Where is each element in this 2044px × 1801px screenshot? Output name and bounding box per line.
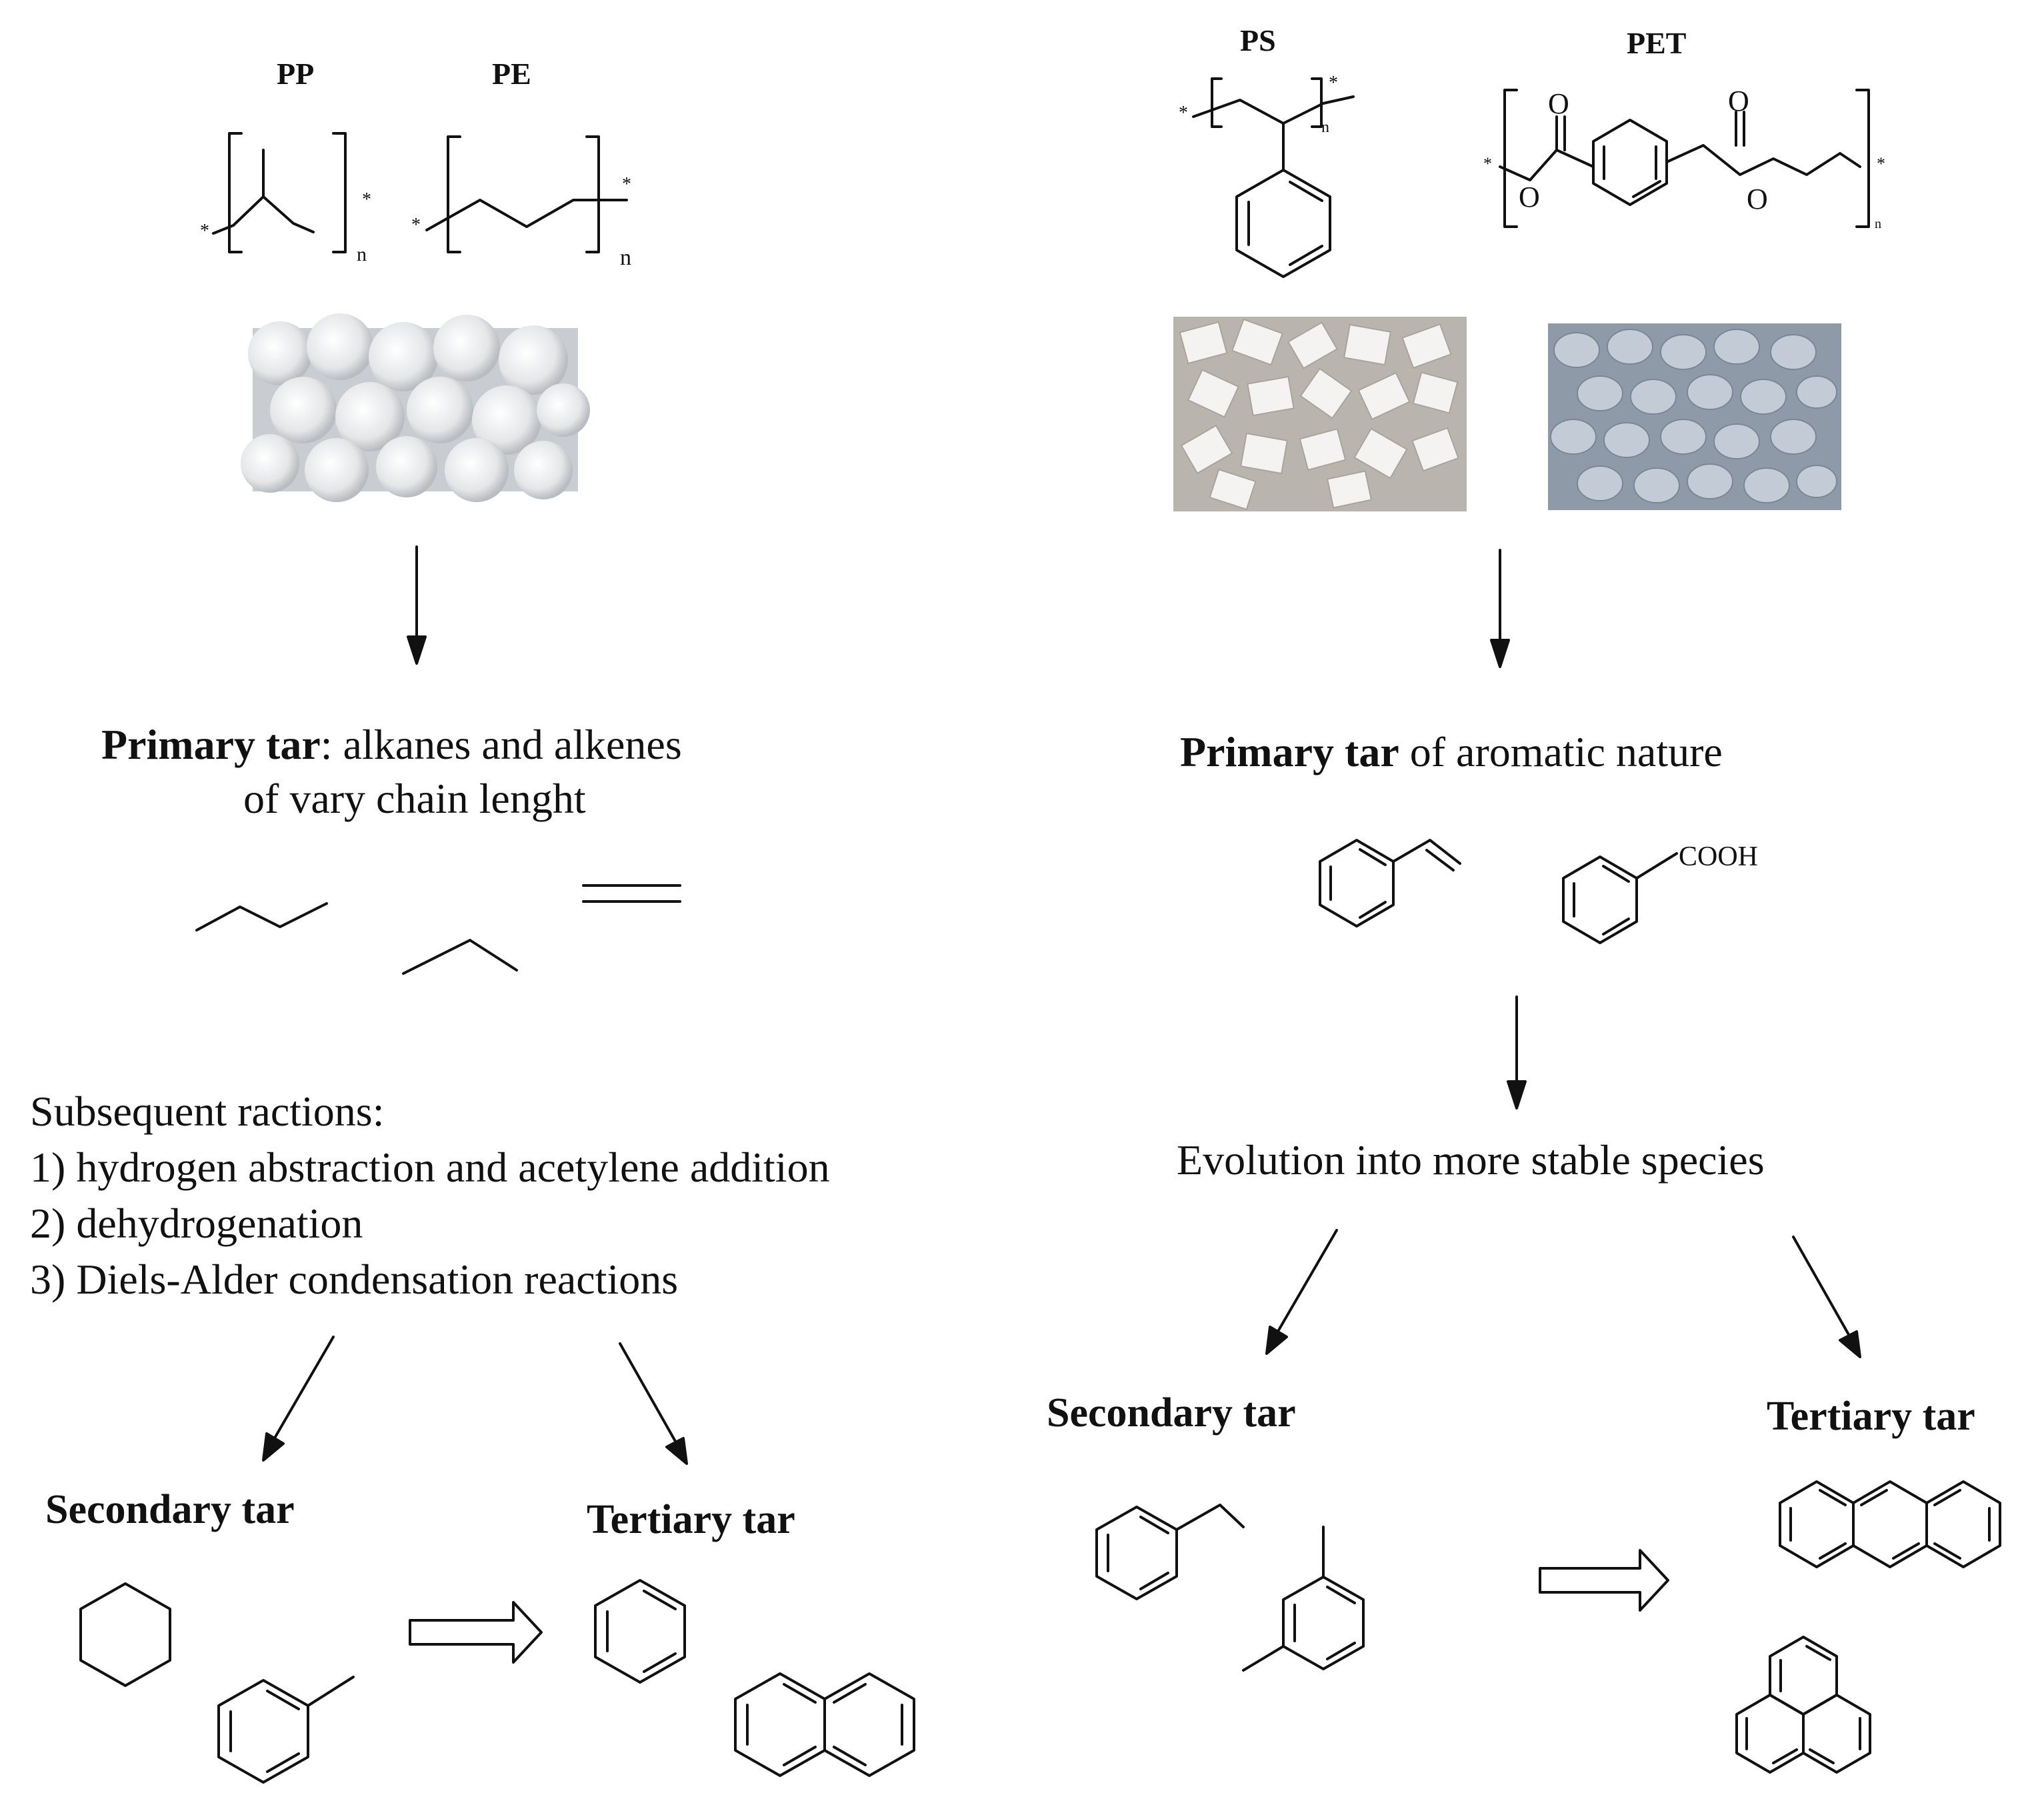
subsequent-item-3: 3) Diels-Alder condensation reactions [30, 1256, 679, 1303]
left-primary-tar-bold: Primary tar [101, 721, 321, 768]
pe-structure [425, 135, 628, 253]
hollow-arrow-right [1539, 1549, 1669, 1612]
right-primary-tar: Primary tar of aromatic nature [1180, 728, 1723, 775]
ethylene-skeletal [582, 884, 681, 903]
ps-label: PS [1240, 23, 1276, 57]
pet-pellets-photo [1548, 323, 1841, 510]
arrow-right-secondary [1265, 1229, 1338, 1355]
subsequent-item-1: 1) hydrogen abstraction and acetylene ad… [30, 1144, 830, 1191]
pet-oxygen-carbonyl-left: O [1548, 87, 1569, 120]
ps-n-subscript: n [1321, 119, 1329, 136]
cyclohexane-skeletal [79, 1582, 171, 1687]
pp-star-left: * [200, 221, 209, 241]
pet-n-subscript: n [1875, 217, 1881, 231]
evolution-label: Evolution into more stable species [1177, 1136, 1765, 1184]
ps-star-right: * [1329, 73, 1338, 93]
pet-structure [1499, 89, 1870, 228]
ps-pellets-photo [1173, 317, 1467, 511]
pe-label: PE [492, 57, 531, 91]
left-primary-tar-line2: of vary chain lenght [243, 775, 586, 822]
phenalene-skeletal [1735, 1636, 1871, 1774]
left-tertiary-tar-label: Tertiary tar [587, 1497, 795, 1542]
pp-n-subscript: n [357, 243, 367, 265]
toluene-skeletal [217, 1676, 355, 1784]
right-tertiary-tar-label: Tertiary tar [1767, 1394, 1975, 1439]
left-primary-tar-rest: : alkanes and alkenes [320, 721, 682, 768]
pe-star-right: * [622, 174, 631, 195]
styrene-skeletal [1319, 839, 1461, 928]
cooh-label: COOH [1679, 841, 1759, 872]
hollow-arrow-left [409, 1601, 543, 1664]
pp-structure [212, 132, 347, 253]
pet-oxygen-carbonyl-right: O [1728, 85, 1749, 117]
ethylbenzene-skeletal [1095, 1504, 1245, 1600]
anthracene-skeletal [1779, 1480, 2001, 1568]
pe-n-subscript: n [620, 245, 631, 270]
arrow-right-down-2 [1507, 996, 1527, 1110]
pet-oxygen-ester-left: O [1519, 181, 1540, 213]
subsequent-heading: Subsequent ractions: [30, 1088, 385, 1135]
pp-pe-pellets-photo [241, 313, 590, 502]
xylene-skeletal [1242, 1526, 1365, 1672]
propane-skeletal [402, 939, 518, 975]
arrow-left-down [407, 545, 427, 665]
naphthalene-skeletal [734, 1672, 915, 1777]
pet-label: PET [1627, 26, 1687, 60]
ps-structure [1192, 77, 1355, 278]
alkane-skeletal [195, 902, 328, 932]
pp-star-right: * [362, 189, 371, 210]
benzene-skeletal [594, 1579, 686, 1684]
pet-star-right: * [1877, 154, 1885, 173]
subsequent-item-2: 2) dehydrogenation [30, 1200, 363, 1247]
ps-star-left: * [1179, 103, 1188, 123]
pet-oxygen-ester-right: O [1747, 183, 1768, 215]
right-primary-tar-bold: Primary tar [1180, 728, 1399, 775]
pp-label: PP [277, 57, 315, 91]
left-primary-tar-line1: Primary tar: alkanes and alkenes [101, 721, 682, 768]
pet-star-left: * [1483, 154, 1492, 173]
left-secondary-tar-label: Secondary tar [45, 1487, 295, 1532]
pe-star-left: * [411, 215, 421, 235]
right-primary-tar-rest: of aromatic nature [1399, 728, 1723, 775]
arrow-left-secondary [262, 1336, 335, 1462]
arrow-right-tertiary [1792, 1236, 1861, 1358]
right-secondary-tar-label: Secondary tar [1047, 1390, 1296, 1436]
benzoic-acid-skeletal [1562, 852, 1678, 944]
arrow-right-down [1490, 549, 1510, 668]
arrow-left-tertiary [619, 1342, 688, 1465]
